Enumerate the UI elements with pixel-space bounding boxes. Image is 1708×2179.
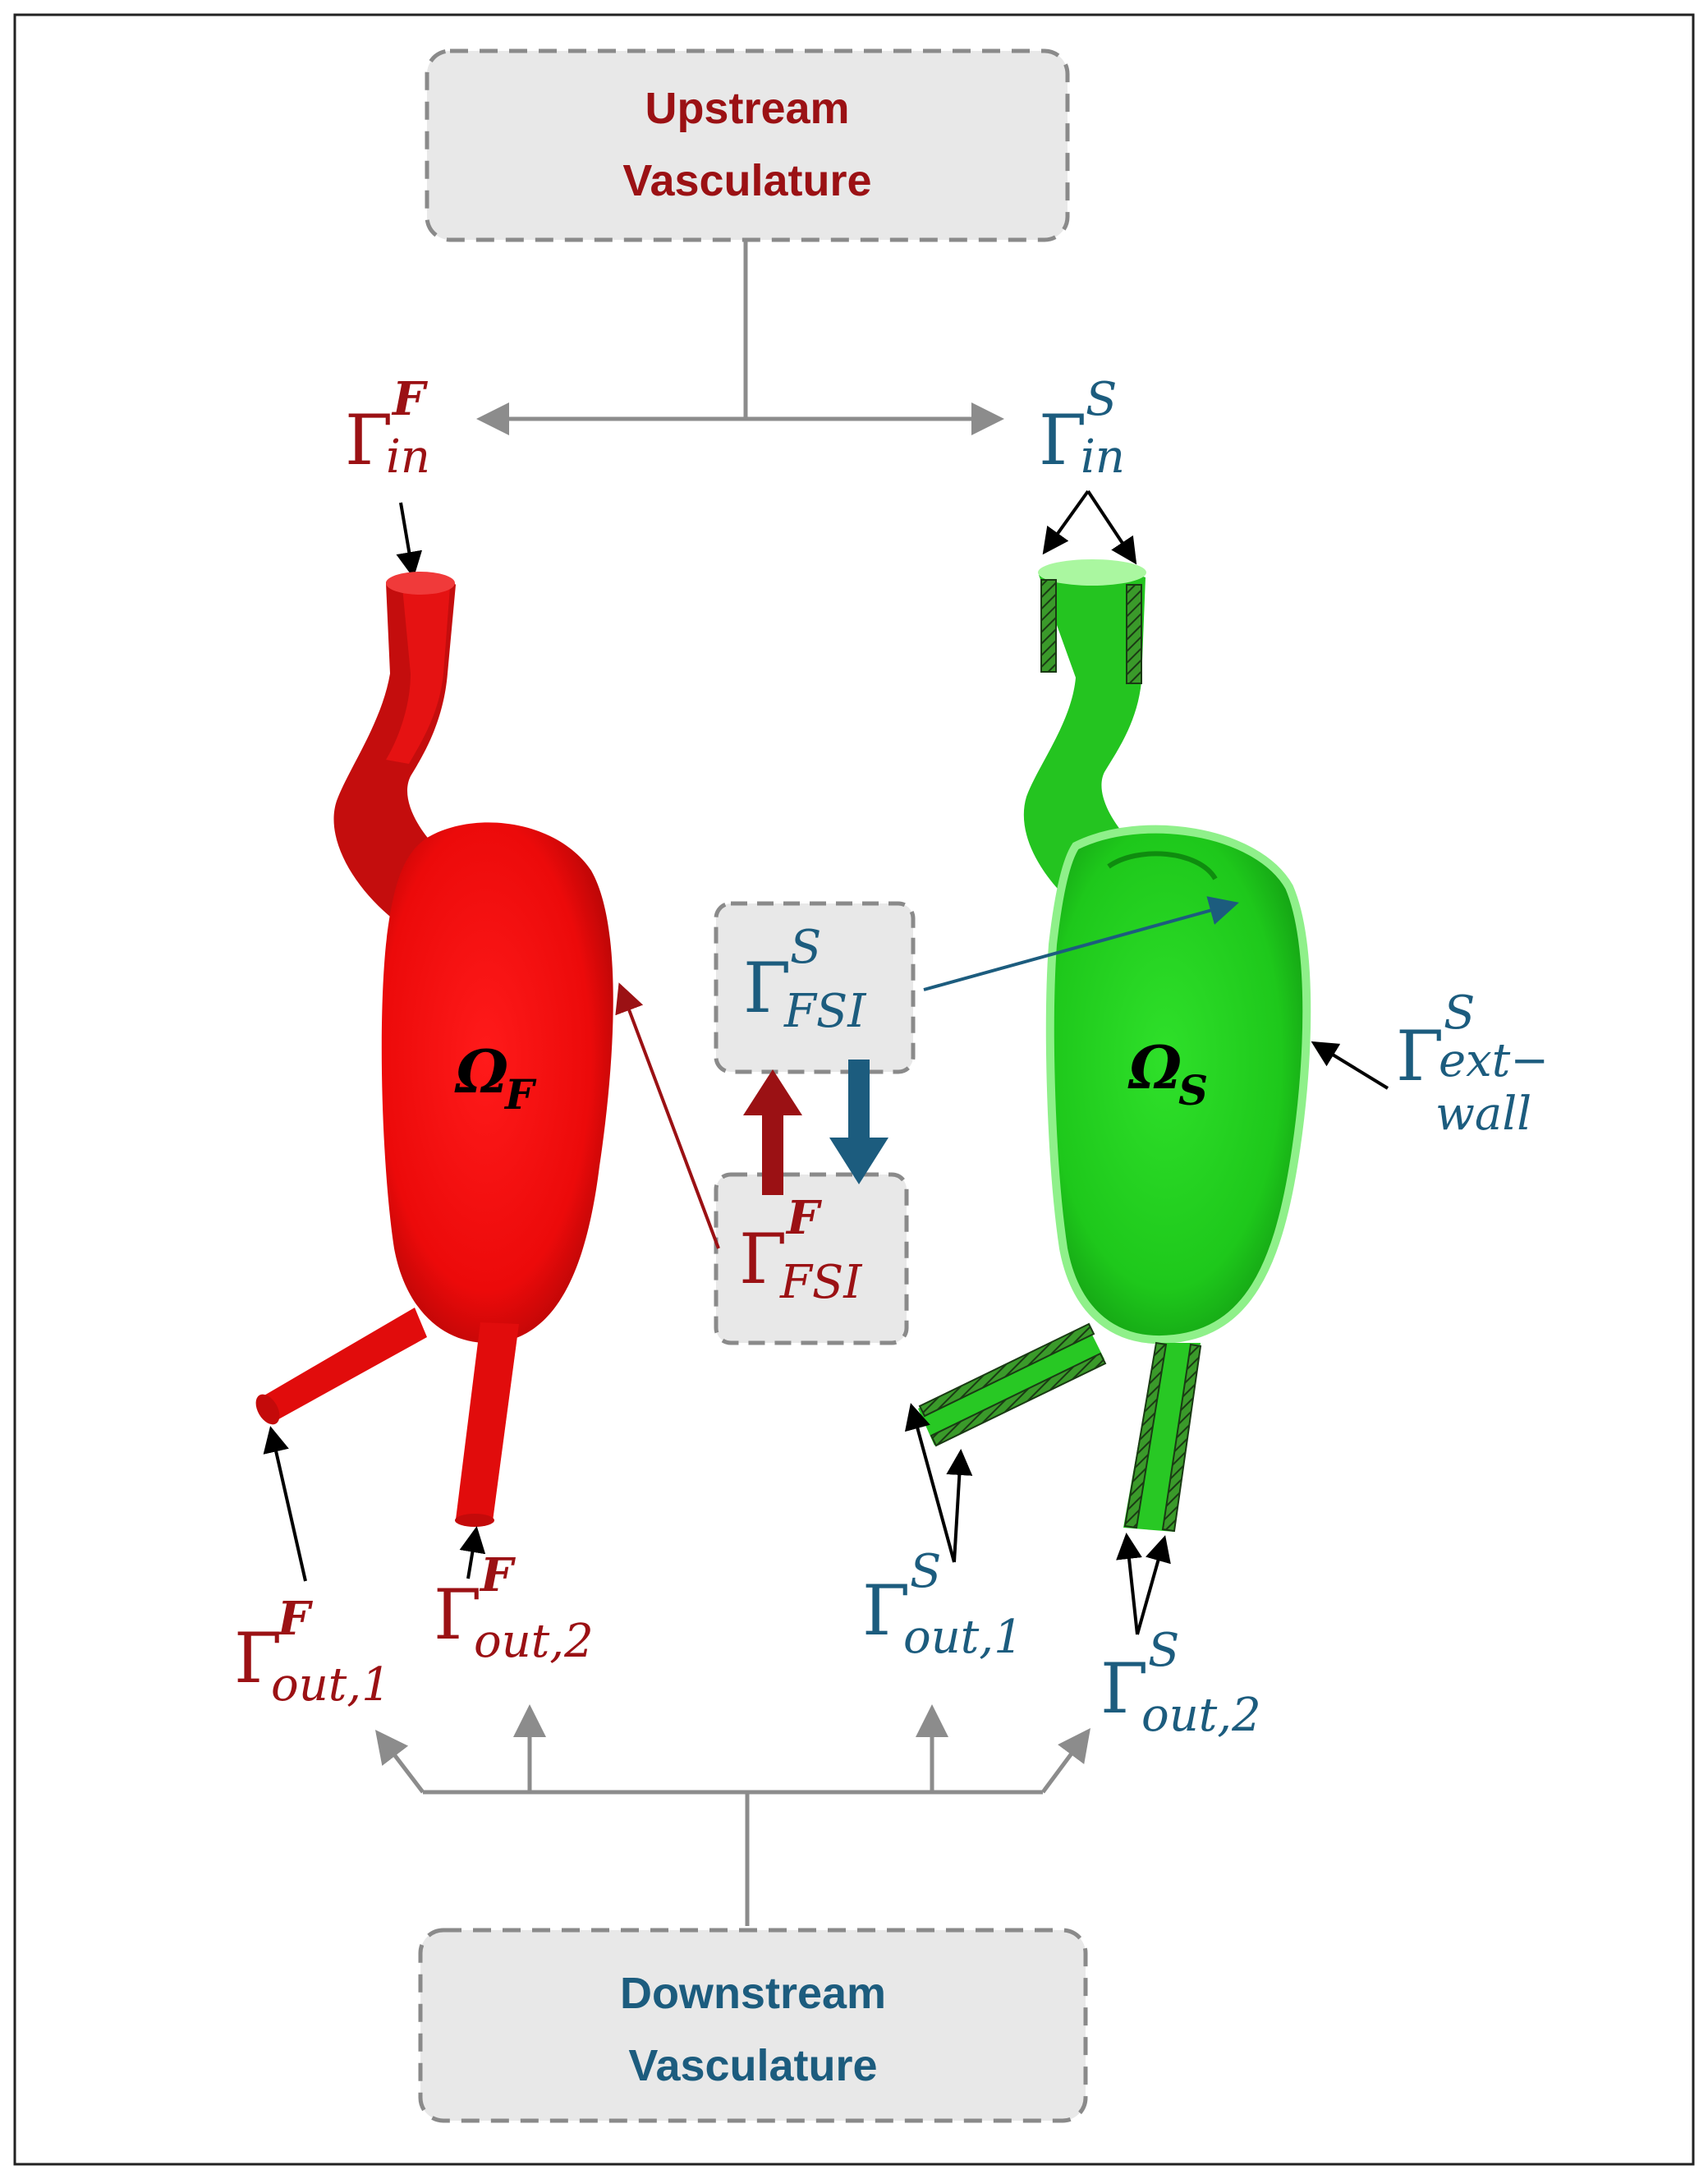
gamma-ext-wall-label: Γ S ext− wall [1396, 986, 1549, 1141]
gamma-sub: out,2 [474, 1615, 594, 1668]
gamma-sup: S [1444, 986, 1475, 1040]
gamma-sub: out,1 [271, 1658, 391, 1712]
gamma-sup: S [1148, 1624, 1179, 1677]
inlet-wall-right [1126, 584, 1142, 684]
gamma-sub: in [386, 430, 430, 484]
gamma-sup: S [790, 921, 821, 974]
gamma-sub: in [1081, 430, 1125, 484]
pointer-solid-out1-a [904, 1403, 956, 1563]
gamma-symbol: Γ [434, 1574, 481, 1655]
fluid-domain-vessel [255, 572, 613, 1527]
pointer-solid-out2-b [1136, 1535, 1171, 1635]
omega-symbol: Ω [1127, 1032, 1182, 1102]
gamma-sup: F [391, 372, 429, 426]
gamma-symbol: Γ [862, 1570, 910, 1651]
upstream-box: Upstream Vasculature [425, 48, 1070, 242]
omega-sub: F [503, 1070, 537, 1119]
fluid-to-solid-arrow [743, 1069, 802, 1195]
solid-domain-vessel [918, 559, 1311, 1533]
omega-sub: S [1178, 1066, 1208, 1115]
inlet-wall-left [1040, 579, 1057, 673]
upstream-label-line2: Vasculature [622, 156, 871, 205]
gamma-sup: F [276, 1592, 314, 1646]
gamma-symbol: Γ [1100, 1648, 1148, 1729]
gamma-in-fluid-label: Γ F in [345, 372, 430, 484]
gamma-sub: FSI [783, 985, 867, 1038]
pointer-ext-wall [1311, 1041, 1389, 1090]
upstream-label-line1: Upstream [645, 84, 849, 133]
gamma-symbol: Γ [345, 400, 393, 480]
omega-symbol: Ω [454, 1037, 508, 1106]
fluid-fsi-box: Γ F FSI [714, 1172, 909, 1345]
outlet2-wall-right [1161, 1343, 1202, 1533]
gamma-sub: out,1 [903, 1611, 1023, 1664]
gamma-sup: F [785, 1191, 823, 1245]
downstream-label-line2: Vasculature [628, 2041, 877, 2090]
gamma-symbol: Γ [234, 1618, 282, 1699]
gamma-in-solid-label: Γ S in [1039, 373, 1125, 484]
gamma-sub: FSI [779, 1256, 863, 1309]
downstream-arrow-solid-out2 [1040, 1727, 1090, 1794]
pointer-fluid-out1 [263, 1426, 307, 1582]
pointer-solid-fsi [923, 896, 1239, 991]
gamma-sup: S [1086, 373, 1117, 426]
gamma-symbol: Γ [743, 948, 791, 1028]
pointer-solid-in-left [1042, 490, 1090, 555]
gamma-sup: F [479, 1548, 517, 1602]
solid-fsi-box: Γ S FSI [714, 901, 916, 1074]
outer-frame [13, 13, 1695, 2166]
omega-fluid-label: Ω F [454, 1037, 537, 1119]
gamma-out1-fluid-label: Γ F out,1 [234, 1592, 391, 1712]
downstream-arrow-fluid-out1 [374, 1730, 425, 1794]
pointer-fluid-fsi [615, 982, 720, 1249]
omega-solid-label: Ω S [1127, 1032, 1208, 1115]
gamma-symbol: Γ [1396, 1016, 1444, 1096]
gamma-sup: S [910, 1545, 941, 1598]
gamma-symbol: Γ [739, 1219, 787, 1299]
pointer-fluid-in [396, 502, 423, 578]
pointer-solid-out2-a [1116, 1533, 1142, 1635]
gamma-out1-solid-label: Γ S out,1 [862, 1545, 1023, 1664]
pointer-solid-out1-b [946, 1449, 973, 1563]
gamma-out2-fluid-label: Γ F out,2 [434, 1548, 594, 1668]
downstream-label-line1: Downstream [620, 1969, 886, 2018]
solid-to-fluid-arrow [829, 1060, 888, 1184]
gamma-out2-solid-label: Γ S out,2 [1100, 1624, 1261, 1742]
pointer-solid-in-right [1086, 490, 1137, 565]
pointer-fluid-out2 [459, 1526, 486, 1579]
outlet2-wall-left [1123, 1341, 1168, 1529]
gamma-sub: out,2 [1141, 1689, 1261, 1742]
gamma-symbol: Γ [1039, 400, 1086, 480]
gamma-sub-line1: ext− [1439, 1034, 1549, 1087]
downstream-box: Downstream Vasculature [418, 1928, 1088, 2123]
outlet1-wall-bottom [930, 1352, 1107, 1447]
gamma-sub-line2: wall [1435, 1087, 1531, 1141]
